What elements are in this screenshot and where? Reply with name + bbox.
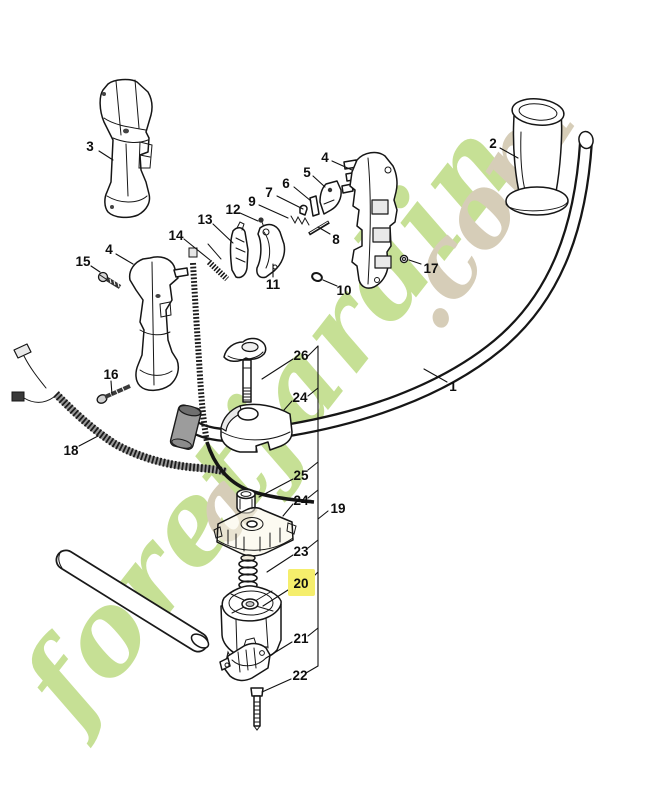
callout-16: 16 xyxy=(103,367,119,382)
callout-13: 13 xyxy=(197,212,213,227)
part-4-right-housing-drawing xyxy=(341,151,398,289)
callout-23: 23 xyxy=(293,544,309,559)
callout-14: 14 xyxy=(168,228,184,243)
callout-25: 25 xyxy=(293,468,309,483)
part-20-base-drawing xyxy=(220,585,282,662)
callout-4a: 4 xyxy=(321,150,329,165)
callout-4b: 4 xyxy=(105,242,113,257)
callout-26: 26 xyxy=(293,348,309,363)
highlighted-part-callout[interactable]: 20 xyxy=(288,569,315,596)
callout-8: 8 xyxy=(332,232,340,247)
part-15-screw-drawing xyxy=(97,271,122,289)
watermark: foretjardin a .com xyxy=(0,71,598,752)
part-26-knob-drawing xyxy=(223,337,267,403)
part-7-hook-drawing xyxy=(299,204,308,216)
part-24-upper-cover-drawing xyxy=(220,403,293,453)
lower-tube-drawing xyxy=(55,549,210,653)
part-11-trigger-drawing xyxy=(256,223,286,279)
callout-2: 2 xyxy=(489,136,497,151)
part-13-lockout-drawing xyxy=(229,221,249,279)
part-4-left-housing-drawing xyxy=(128,256,189,392)
tube-end-socket xyxy=(169,404,202,450)
callout-3: 3 xyxy=(86,139,94,154)
callout-10: 10 xyxy=(336,283,351,298)
callout-24b: 24 xyxy=(293,493,309,508)
part-5-interlock-drawing xyxy=(319,180,342,215)
callout-1: 1 xyxy=(449,379,457,394)
part-14-rod-spring-drawing xyxy=(206,243,230,282)
part-23-spring-drawing xyxy=(238,554,258,590)
callout-7: 7 xyxy=(265,185,273,200)
part-24-mid-clamp-drawing xyxy=(213,507,297,557)
callout-11: 11 xyxy=(266,277,281,292)
callout-12: 12 xyxy=(225,202,240,217)
callout-labels: 1 2 3 4 4 5 6 7 8 9 10 11 12 13 14 15 16… xyxy=(63,136,496,683)
callout-17: 17 xyxy=(423,261,438,276)
callout-19: 19 xyxy=(330,501,345,516)
part-6-lever-drawing xyxy=(309,195,320,217)
part-18-harness-drawing xyxy=(11,343,228,476)
callout-21: 21 xyxy=(293,631,309,646)
callout-20[interactable]: 20 xyxy=(293,576,308,591)
callout-6: 6 xyxy=(282,176,290,191)
part-21-lower-clamp-drawing xyxy=(219,637,271,682)
callout-22: 22 xyxy=(292,668,307,683)
part-3-housing-drawing xyxy=(99,78,153,219)
part-9-spring-drawing xyxy=(290,215,310,226)
callout-5: 5 xyxy=(303,165,311,180)
part-16-screw-drawing xyxy=(96,384,131,404)
callout-18: 18 xyxy=(63,443,79,458)
highlight-box[interactable] xyxy=(288,569,315,596)
callout-15: 15 xyxy=(75,254,91,269)
callout-9: 9 xyxy=(248,194,256,209)
part-17-nut-drawing xyxy=(399,254,409,264)
part-22-bolt-drawing xyxy=(250,687,264,731)
part-10-oring-drawing xyxy=(311,272,323,282)
callout-leader-lines xyxy=(78,147,519,693)
callout-24a: 24 xyxy=(292,390,308,405)
part-2-grip-drawing xyxy=(505,98,569,216)
